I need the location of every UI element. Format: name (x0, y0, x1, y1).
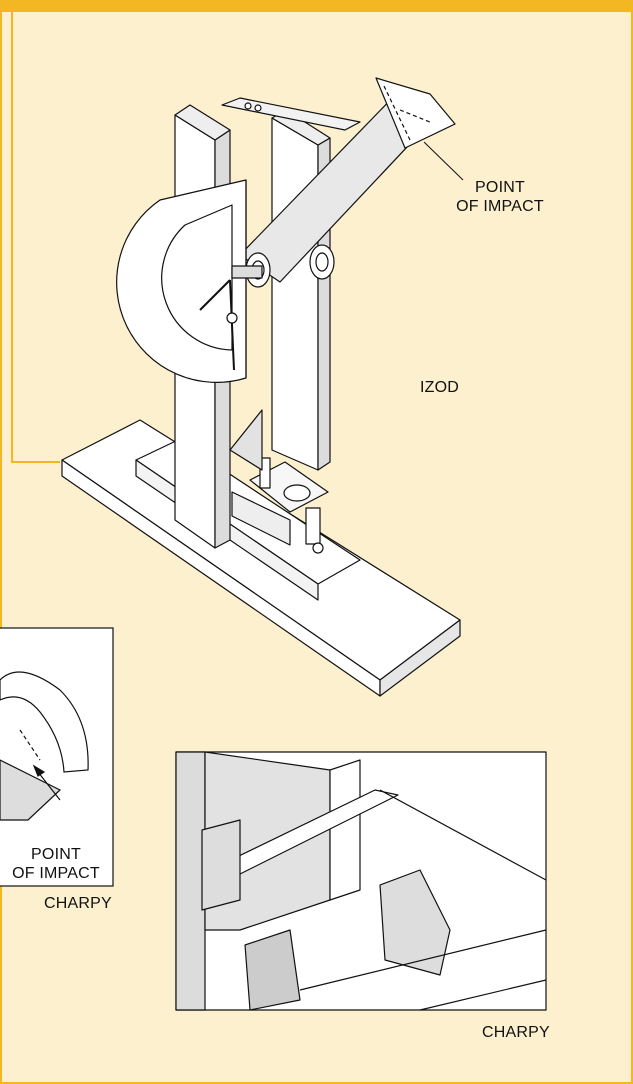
column-left-top (174, 104, 231, 141)
izod-machine (61, 77, 461, 697)
izod-point-of-impact-label: POINT OF IMPACT (440, 178, 560, 216)
charpy-hammer (0, 671, 89, 773)
top-band (0, 0, 633, 12)
bolt-1 (244, 102, 252, 110)
charpy-small-inset (0, 627, 114, 887)
charpy-large-label: CHARPY (482, 1024, 550, 1041)
izod-leader-line (423, 141, 464, 181)
charpy-point-of-impact-label: POINT OF IMPACT (0, 845, 112, 883)
support-right (379, 869, 451, 976)
charpy-point-line2: OF IMPACT (12, 865, 100, 882)
base-plate-side (379, 619, 461, 697)
scale-dial-inner (161, 204, 233, 351)
column-right-front (271, 117, 319, 471)
charpy-point-line1: POINT (31, 846, 81, 863)
inset-box-border (11, 12, 60, 463)
charpy-small-label: CHARPY (44, 895, 112, 912)
charpy-small-leader (37, 771, 61, 801)
izod-label: IZOD (420, 379, 460, 396)
wedge (229, 409, 263, 471)
izod-point-line1: POINT (475, 179, 525, 196)
izod-point-line2: OF IMPACT (456, 198, 544, 215)
specimen-cap (283, 484, 311, 502)
charpy-large-panel (175, 751, 547, 1011)
vise-jaw (231, 491, 291, 546)
charpy-small-panel (0, 627, 114, 887)
striker (244, 929, 301, 1011)
support-left (201, 819, 241, 911)
pendulum-hammer (375, 77, 456, 149)
dial-pointer (199, 279, 231, 311)
bolt-2 (254, 104, 262, 112)
